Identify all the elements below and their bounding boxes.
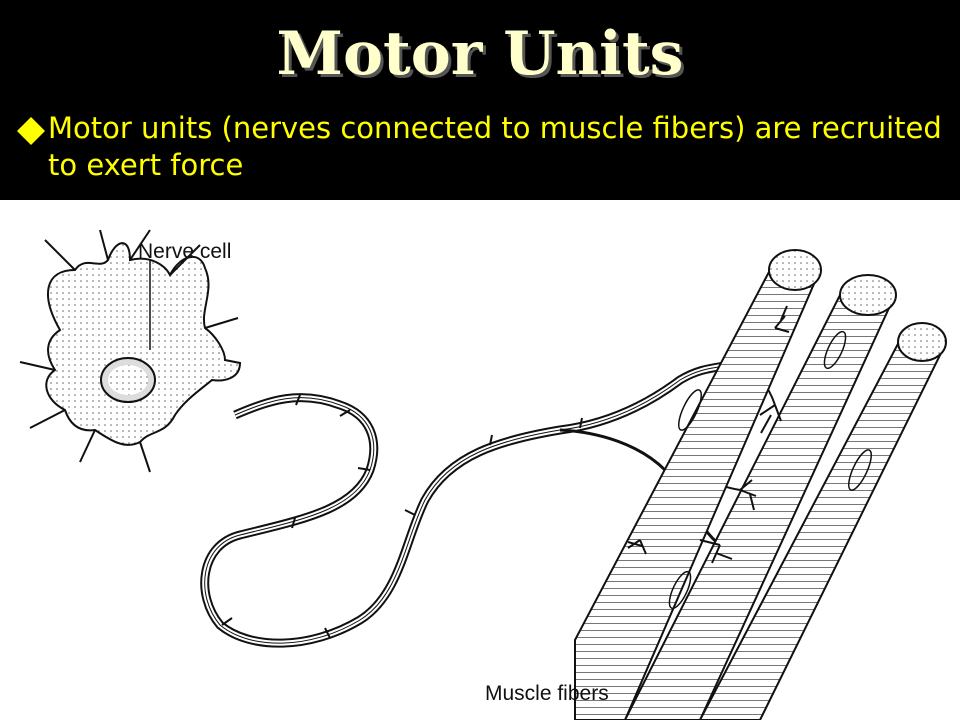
muscle-fiber: [698, 322, 947, 720]
bullet-point: Motor units (nerves connected to muscle …: [14, 110, 944, 184]
slide-title: Motor Units: [276, 19, 684, 89]
muscle-fibers: [574, 249, 947, 720]
bullet-text: Motor units (nerves connected to muscle …: [48, 111, 942, 182]
motor-unit-figure: Nerve cell: [0, 200, 960, 720]
muscle-fibers-label: Muscle fibers: [485, 682, 609, 705]
muscle-fiber: [574, 249, 822, 720]
diamond-bullet-icon: [17, 117, 45, 145]
nerve-endings: [627, 305, 790, 564]
axon: [200, 327, 776, 648]
muscle-fiber: [623, 274, 897, 720]
motor-unit-diagram: Nerve cell: [19, 229, 947, 720]
nerve-cell: [19, 229, 242, 473]
nerve-cell-label: Nerve cell: [138, 240, 231, 263]
